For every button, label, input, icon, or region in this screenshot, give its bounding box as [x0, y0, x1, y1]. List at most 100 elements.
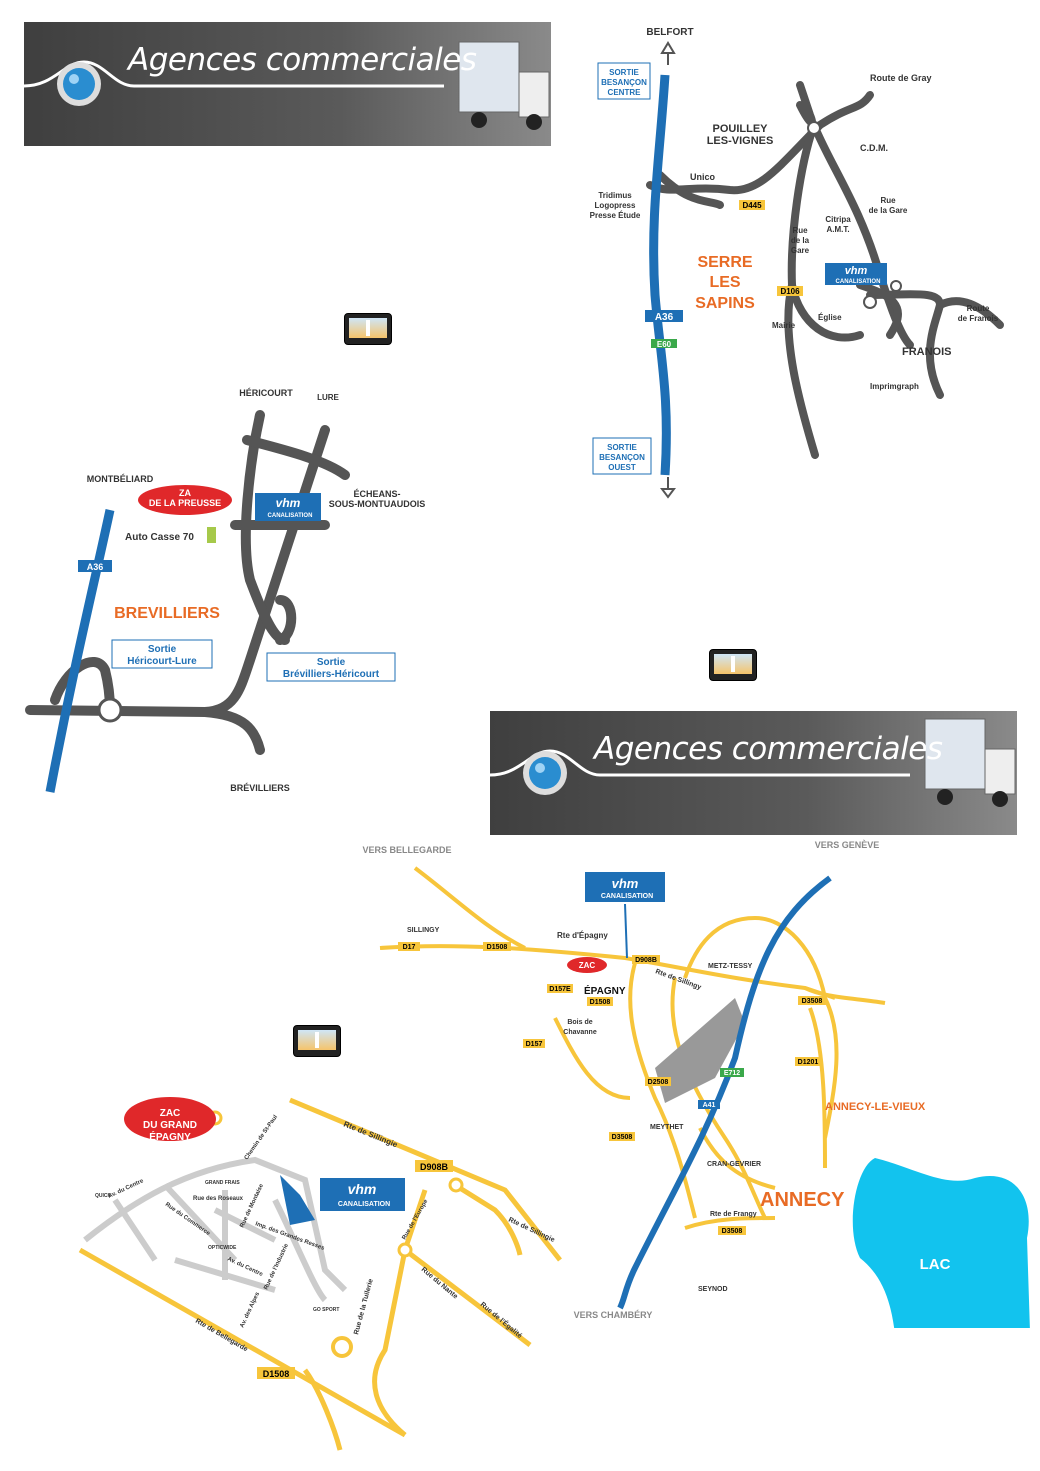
svg-text:Rue des Roseaux: Rue des Roseaux: [193, 1196, 244, 1202]
svg-text:SAPINS: SAPINS: [695, 295, 755, 312]
svg-text:MONTBÉLIARD: MONTBÉLIARD: [87, 474, 154, 484]
svg-text:Rue de l'Égalité: Rue de l'Égalité: [479, 1300, 525, 1340]
svg-text:Rue de l'Europe: Rue de l'Europe: [402, 1198, 430, 1241]
svg-text:vhm: vhm: [348, 1181, 377, 1197]
svg-text:SERRE: SERRE: [697, 254, 752, 271]
svg-text:LURE: LURE: [317, 393, 339, 402]
svg-text:SORTIE: SORTIE: [607, 443, 637, 452]
svg-text:D3508: D3508: [612, 1134, 633, 1141]
svg-text:ÉPAGNY: ÉPAGNY: [584, 984, 626, 997]
svg-text:D1201: D1201: [798, 1059, 819, 1066]
svg-text:GO SPORT: GO SPORT: [313, 1307, 339, 1313]
svg-text:ANNECY-LE-VIEUX: ANNECY-LE-VIEUX: [825, 1101, 926, 1113]
svg-text:OPTICWIDE: OPTICWIDE: [208, 1245, 237, 1251]
svg-text:Église: Église: [818, 313, 842, 322]
svg-text:D1508: D1508: [590, 999, 611, 1006]
svg-text:Route de Gray: Route de Gray: [870, 73, 932, 83]
svg-text:Rue de l'Industrie: Rue de l'Industrie: [263, 1242, 290, 1291]
svg-text:Rte d'Épagny: Rte d'Épagny: [557, 931, 608, 940]
svg-text:VERS CHAMBÉRY: VERS CHAMBÉRY: [574, 1310, 653, 1320]
svg-text:Unico: Unico: [690, 172, 716, 182]
svg-text:DE LA PREUSSE: DE LA PREUSSE: [149, 498, 221, 508]
svg-text:CANALISATION: CANALISATION: [268, 513, 313, 519]
svg-text:D157E: D157E: [549, 986, 571, 993]
map-brevilliers: ZA DE LA PREUSSE vhm CANALISATION Auto C…: [25, 388, 426, 793]
svg-text:Gare: Gare: [791, 246, 810, 255]
exit-sign-ouest: SORTIE BESANÇON OUEST: [592, 437, 652, 475]
svg-text:GRAND FRAIS: GRAND FRAIS: [205, 1180, 240, 1186]
svg-text:HÉRICOURT: HÉRICOURT: [239, 388, 293, 398]
svg-text:vhm: vhm: [612, 876, 639, 891]
svg-text:Auto Casse 70: Auto Casse 70: [125, 532, 194, 543]
svg-text:FRANOIS: FRANOIS: [902, 346, 952, 358]
svg-text:A36: A36: [655, 312, 674, 323]
svg-text:D908B: D908B: [420, 1162, 449, 1172]
svg-text:BESANÇON: BESANÇON: [601, 78, 647, 87]
svg-text:D157: D157: [526, 1041, 543, 1048]
svg-text:CANALISATION: CANALISATION: [836, 279, 881, 285]
svg-text:Citripa: Citripa: [825, 215, 851, 224]
svg-text:Av. des Alpes: Av. des Alpes: [239, 1291, 261, 1329]
svg-text:vhm: vhm: [276, 496, 301, 510]
gps-icon: [709, 649, 757, 681]
svg-text:Rue de la Tuilerie: Rue de la Tuilerie: [353, 1278, 375, 1335]
svg-text:Presse Étude: Presse Étude: [590, 211, 641, 220]
vhm-logo: vhm CANALISATION: [825, 263, 887, 285]
svg-text:Logopress: Logopress: [595, 201, 636, 210]
banner-title: Agences commerciales: [128, 42, 477, 78]
svg-text:Route: Route: [967, 304, 990, 313]
svg-text:D1508: D1508: [487, 944, 508, 951]
svg-text:ZAC: ZAC: [579, 961, 596, 970]
svg-text:E712: E712: [724, 1070, 740, 1077]
svg-text:ÉPAGNY: ÉPAGNY: [149, 1130, 191, 1143]
svg-text:QUICK: QUICK: [95, 1193, 112, 1199]
svg-text:Mairie: Mairie: [772, 321, 796, 330]
svg-text:ANNECY: ANNECY: [760, 1189, 845, 1211]
banner-bottom: Agences commerciales: [490, 711, 1017, 835]
vhm-logo: vhm CANALISATION: [585, 872, 665, 902]
svg-text:ÉCHEANS-: ÉCHEANS-: [353, 489, 400, 499]
svg-text:D3508: D3508: [722, 1228, 743, 1235]
svg-text:de la Gare: de la Gare: [869, 206, 908, 215]
svg-text:D17: D17: [403, 944, 416, 951]
svg-text:Av. du Centre: Av. du Centre: [107, 1178, 145, 1200]
svg-text:BRÉVILLIERS: BRÉVILLIERS: [230, 783, 290, 793]
svg-text:DU GRAND: DU GRAND: [143, 1120, 197, 1131]
vhm-logo: vhm CANALISATION: [320, 1178, 405, 1211]
svg-text:D445: D445: [742, 201, 762, 210]
map-zac-grand-epagny: vhm CANALISATION ZAC DU GRAND ÉPAGNY Rte…: [78, 1097, 562, 1451]
truck-icon: [458, 41, 550, 130]
svg-text:Tridimus: Tridimus: [598, 191, 632, 200]
svg-text:D1508: D1508: [263, 1369, 290, 1379]
eye-logo-icon: [490, 718, 1016, 807]
svg-text:CANALISATION: CANALISATION: [601, 893, 653, 900]
svg-text:SORTIE: SORTIE: [609, 68, 639, 77]
truck-icon: [924, 718, 1016, 807]
svg-text:VERS GENÈVE: VERS GENÈVE: [815, 840, 880, 850]
svg-text:D106: D106: [780, 287, 800, 296]
svg-text:Rte de Frangy: Rte de Frangy: [710, 1211, 757, 1218]
svg-text:Rte de Sillingie: Rte de Sillingie: [342, 1120, 399, 1150]
lac: [852, 1158, 1030, 1328]
svg-text:SILLINGY: SILLINGY: [407, 927, 440, 934]
svg-text:A.M.T.: A.M.T.: [826, 225, 849, 234]
svg-text:Sortie: Sortie: [148, 644, 177, 655]
svg-text:LES-VIGNES: LES-VIGNES: [707, 135, 774, 147]
svg-text:E60: E60: [657, 340, 672, 349]
svg-text:ZAC: ZAC: [160, 1108, 181, 1119]
banner-title: Agences commerciales: [594, 731, 943, 767]
map-annecy: vhm CANALISATION VERS BELLEGARDE VERS GE…: [362, 840, 1030, 1328]
svg-text:CENTRE: CENTRE: [608, 88, 642, 97]
svg-text:CANALISATION: CANALISATION: [338, 1201, 390, 1208]
svg-text:Imprimgraph: Imprimgraph: [870, 382, 919, 391]
a36-highway: [45, 509, 115, 793]
map-serre-les-sapins: vhm CANALISATION BELFORT SORTIE BESANÇON…: [590, 27, 1004, 499]
svg-text:LAC: LAC: [920, 1256, 951, 1273]
svg-text:SOUS-MONTUAUDOIS: SOUS-MONTUAUDOIS: [329, 499, 426, 509]
a36-highway: [649, 74, 671, 476]
svg-text:Rue: Rue: [792, 226, 808, 235]
svg-text:D3508: D3508: [802, 998, 823, 1005]
svg-text:Chemin de St-Paul: Chemin de St-Paul: [244, 1114, 280, 1161]
svg-text:Chavanne: Chavanne: [563, 1029, 597, 1036]
eye-logo-icon: [24, 41, 550, 130]
